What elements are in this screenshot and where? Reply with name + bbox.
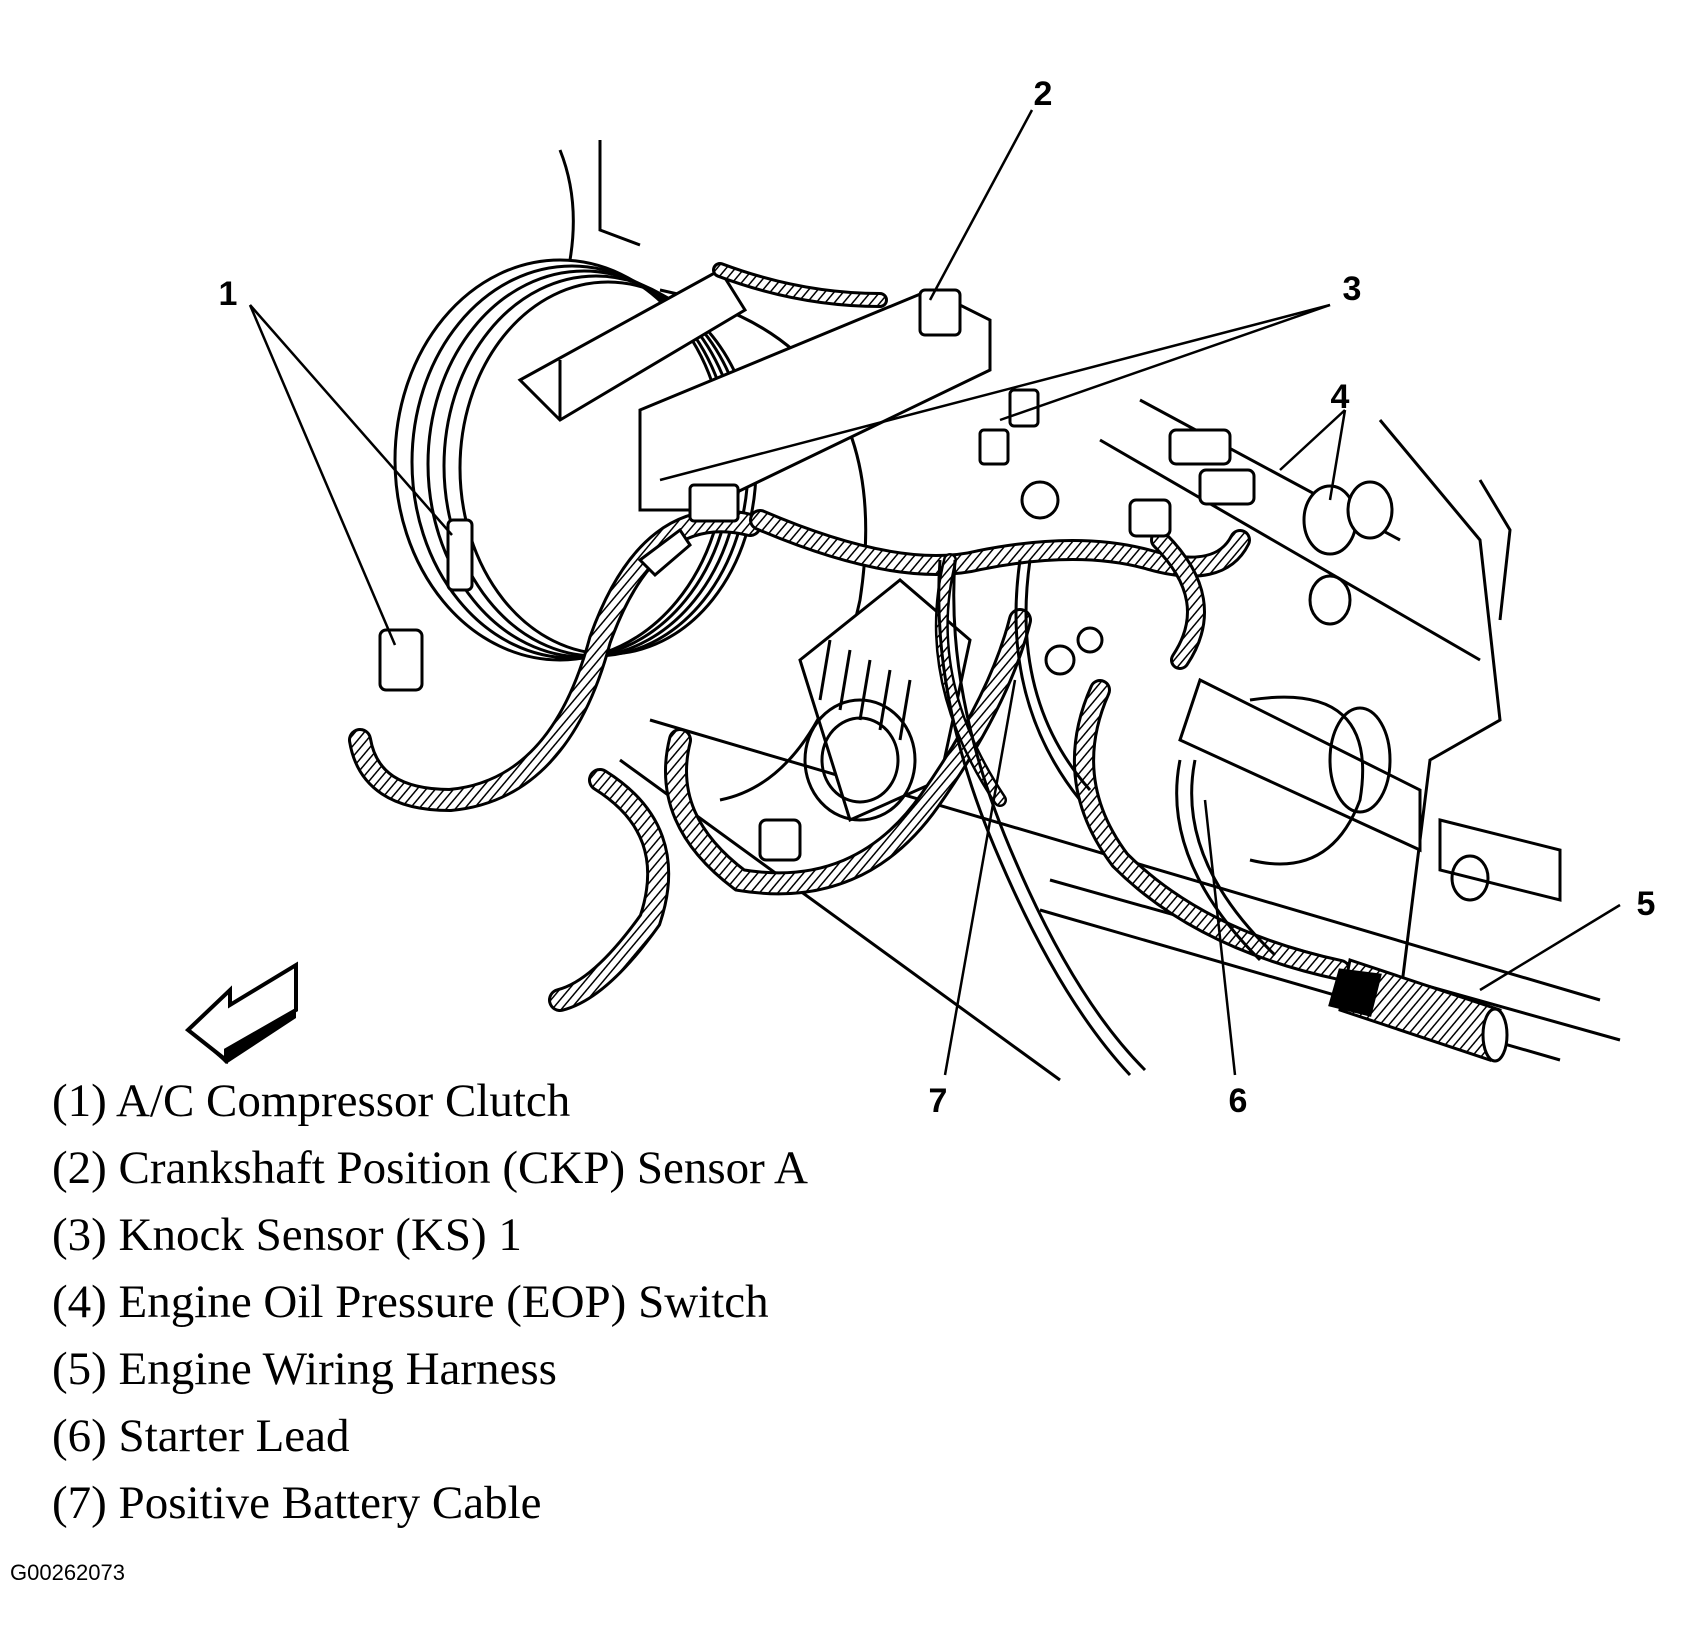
component-legend: (1) A/C Compressor Clutch (2) Crankshaft… — [52, 1068, 808, 1537]
leader-lines — [248, 109, 1621, 1076]
figure-id: G00262073 — [10, 1560, 125, 1585]
callout-7: 7 — [929, 1082, 948, 1120]
legend-item-3: (3) Knock Sensor (KS) 1 — [52, 1209, 522, 1261]
legend-item-1: (1) A/C Compressor Clutch — [52, 1075, 571, 1127]
callout-5: 5 — [1637, 885, 1656, 923]
battery-cable — [937, 559, 1277, 1077]
engine-block — [517, 140, 1621, 1082]
callout-3: 3 — [1343, 270, 1362, 308]
callout-2: 2 — [1034, 75, 1053, 113]
callout-1: 1 — [219, 275, 238, 313]
legend-item-7: (7) Positive Battery Cable — [52, 1477, 542, 1529]
legend-item-6: (6) Starter Lead — [52, 1410, 350, 1462]
legend-item-5: (5) Engine Wiring Harness — [52, 1343, 557, 1395]
legend-item-2: (2) Crankshaft Position (CKP) Sensor A — [52, 1142, 808, 1194]
callout-labels: 1 2 3 4 5 6 7 — [219, 75, 1656, 1120]
callout-4: 4 — [1331, 378, 1350, 416]
callout-6: 6 — [1229, 1082, 1248, 1120]
engine-wiring-illustration: 1 2 3 4 5 6 7 — [184, 75, 1656, 1120]
engine-harness-trunk — [1328, 958, 1509, 1063]
forward-arrow-icon — [184, 961, 298, 1065]
legend-item-4: (4) Engine Oil Pressure (EOP) Switch — [52, 1276, 769, 1328]
connectors — [378, 288, 1394, 862]
